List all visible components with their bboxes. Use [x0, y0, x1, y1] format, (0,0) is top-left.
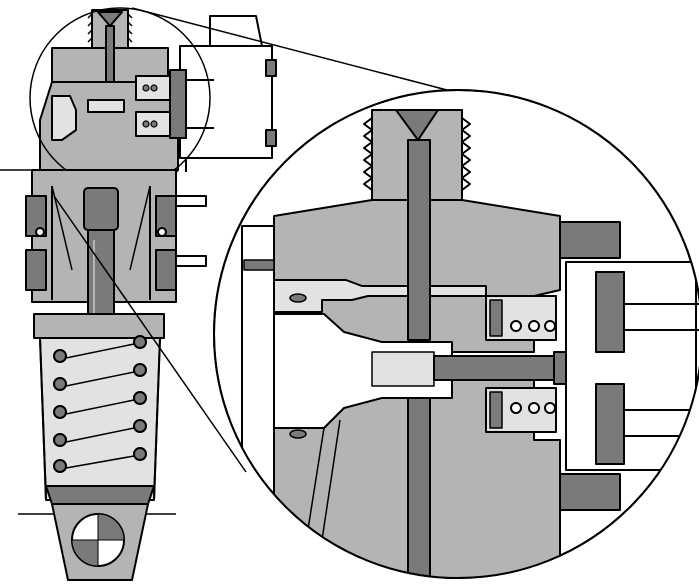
magnified-detail — [213, 89, 699, 579]
central-channel — [407, 139, 431, 341]
detail-actuator — [559, 221, 699, 511]
upper-passage — [273, 279, 409, 313]
inner-cavity — [273, 313, 453, 429]
bearing-cage-lower — [485, 387, 557, 433]
lower-channel — [407, 389, 431, 578]
bearing-cage-upper — [485, 295, 557, 341]
coil-spring — [53, 335, 147, 473]
callout-lines — [53, 7, 471, 473]
magnifier-detail-circle — [213, 89, 699, 579]
valve-assembly — [0, 7, 277, 581]
spring-housing — [33, 313, 165, 501]
roller-end — [45, 485, 155, 581]
